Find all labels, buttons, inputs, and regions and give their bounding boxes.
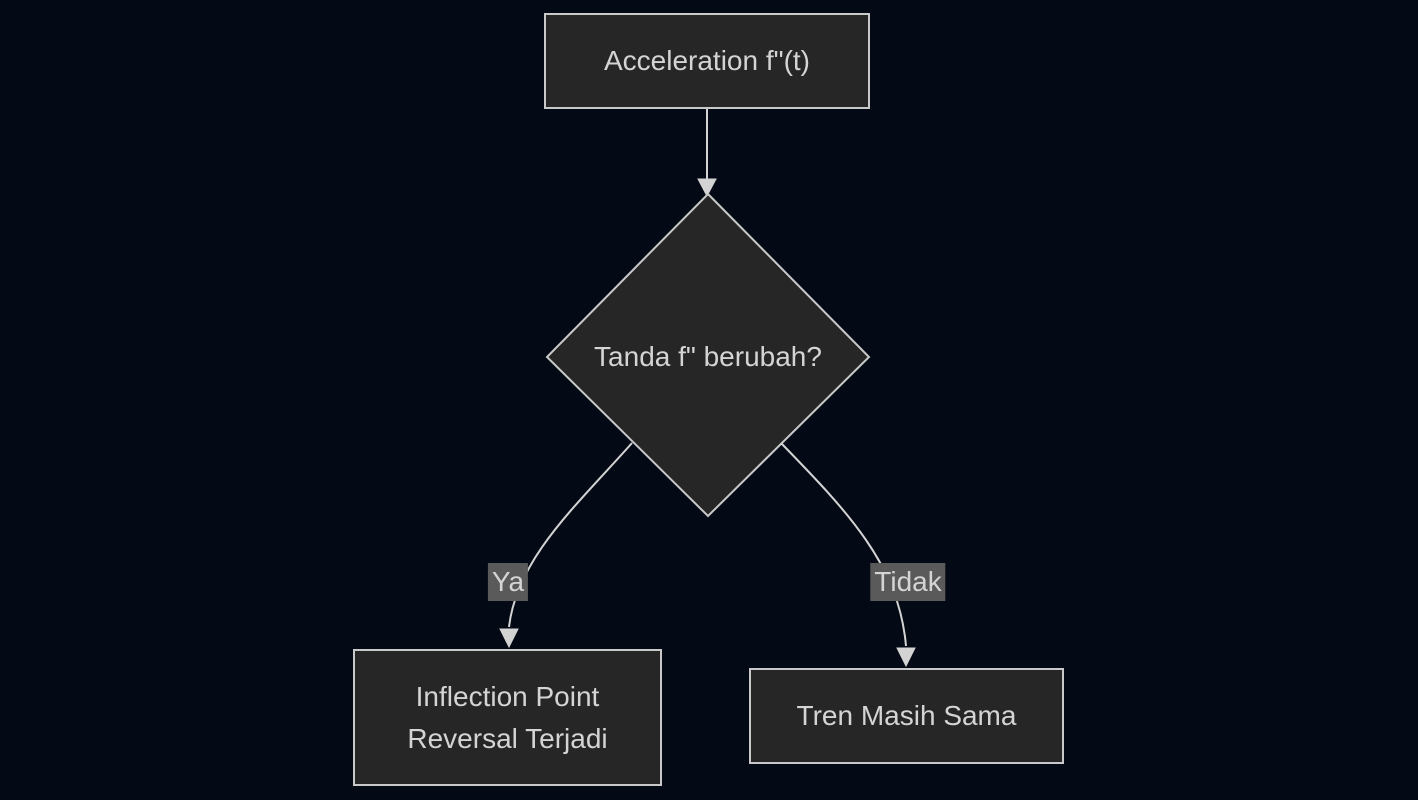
node-yes-result-line2: Reversal Terjadi — [407, 722, 608, 754]
edge-label-tidak: Tidak — [870, 563, 946, 601]
node-start-label: Acceleration f"(t) — [603, 45, 810, 76]
node-decision-label: Tanda f" berubah? — [594, 341, 822, 372]
node-start: Acceleration f"(t) — [544, 13, 870, 109]
arrowhead-decision-to-no-icon — [896, 647, 916, 668]
node-yes-result: Inflection Point Reversal Terjadi — [353, 649, 662, 786]
edge-decision-to-no — [780, 442, 907, 647]
node-yes-result-line1: Inflection Point — [415, 680, 600, 712]
decision-diamond-shape — [545, 192, 871, 518]
node-no-result-label: Tren Masih Sama — [796, 700, 1017, 731]
node-no-result: Tren Masih Sama — [749, 668, 1064, 764]
node-decision: Tanda f" berubah? — [558, 341, 858, 373]
edge-decision-to-yes — [508, 442, 633, 628]
edge-label-ya: Ya — [487, 563, 529, 601]
arrowhead-decision-to-yes-icon — [499, 628, 519, 649]
arrowhead-start-to-decision-icon — [697, 178, 717, 198]
